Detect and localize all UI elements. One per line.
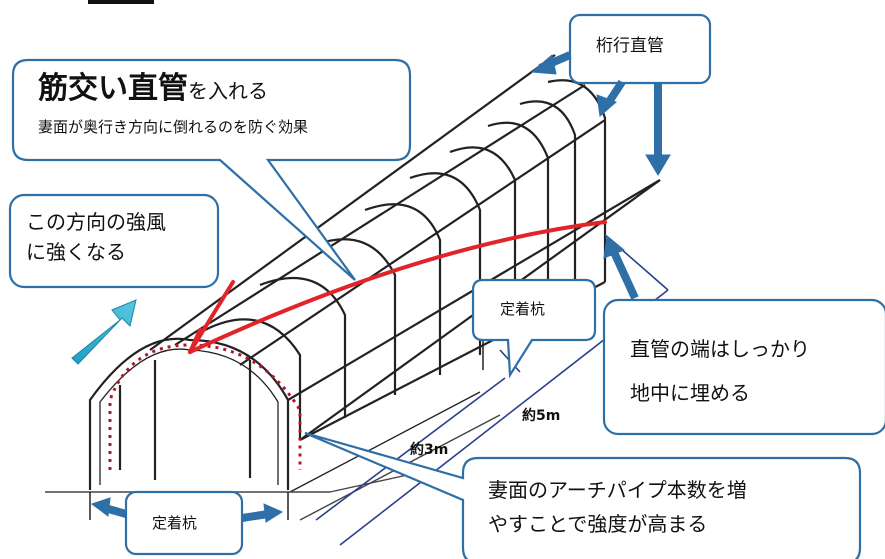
ground-lines <box>45 414 501 521</box>
callout-stake-top-box <box>471 278 597 379</box>
callout-arch-count-box <box>304 431 862 559</box>
pointer-arrows <box>90 51 671 523</box>
callout-stake-bottom-box <box>124 490 244 556</box>
callout-wind-box <box>8 193 220 289</box>
ridge-pipe-label: 桁行直管 <box>596 36 664 56</box>
brace-callout-title: 筋交い直管を入れる <box>38 70 268 108</box>
arch-count-line1: 妻面のアーチパイプ本数を増 <box>488 478 747 502</box>
callout-pipe-end-box <box>602 298 885 436</box>
arch-count-line2: やすことで強度が高まる <box>488 512 708 536</box>
pipe-end-line1: 直管の端はしっかり <box>630 337 810 361</box>
wind-callout-line2: に強くなる <box>26 240 126 264</box>
stake-bottom-label: 定着杭 <box>152 514 198 532</box>
stake-markers <box>89 340 484 520</box>
wind-callout-line1: この方向の強風 <box>26 210 166 234</box>
brace-callout-subtitle: 妻面が奥行き方向に倒れるのを防ぐ効果 <box>38 118 309 136</box>
brace-title-rest: を入れる <box>188 79 268 103</box>
brace-title-bold: 筋交い直管 <box>38 71 188 106</box>
front-arch-dotted-line <box>108 343 302 470</box>
wind-direction-arrow <box>71 299 137 365</box>
callout-brace-box <box>11 58 412 281</box>
brace-pipe <box>188 220 607 354</box>
dimension-5m: 約5m <box>522 408 561 424</box>
dimension-3m: 約3m <box>410 442 449 458</box>
top-mark <box>88 0 154 4</box>
pipe-end-line2: 地中に埋める <box>630 381 750 405</box>
callout-ridge-pipe-box <box>568 13 712 85</box>
stake-top-label: 定着杭 <box>500 300 546 318</box>
